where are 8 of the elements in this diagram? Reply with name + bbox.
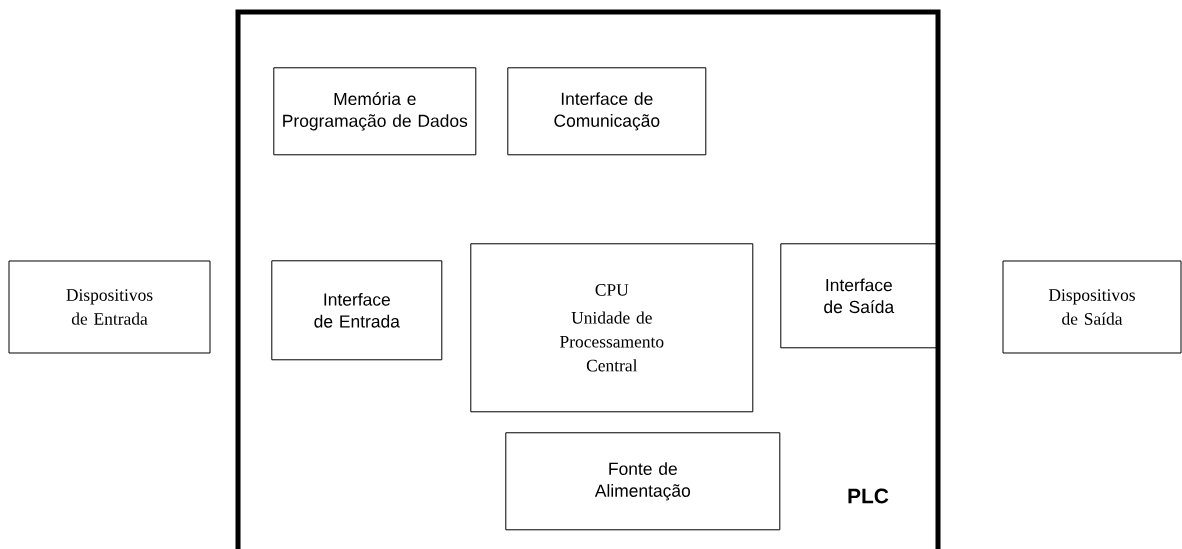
device-box: Dispositivos de Entrada <box>8 260 211 354</box>
component-box: Interface de Entrada <box>271 260 443 361</box>
device-box: Dispositivos de Saída <box>1002 260 1182 354</box>
component-box: CPU Unidade de Processamento Central <box>470 243 754 413</box>
component-box: Fonte de Alimentação <box>505 432 781 531</box>
component-box: Interface de Comunicação <box>507 67 707 156</box>
component-box: Interface de Saída <box>780 243 938 349</box>
component-box: Memória e Programação de Dados <box>273 67 477 156</box>
